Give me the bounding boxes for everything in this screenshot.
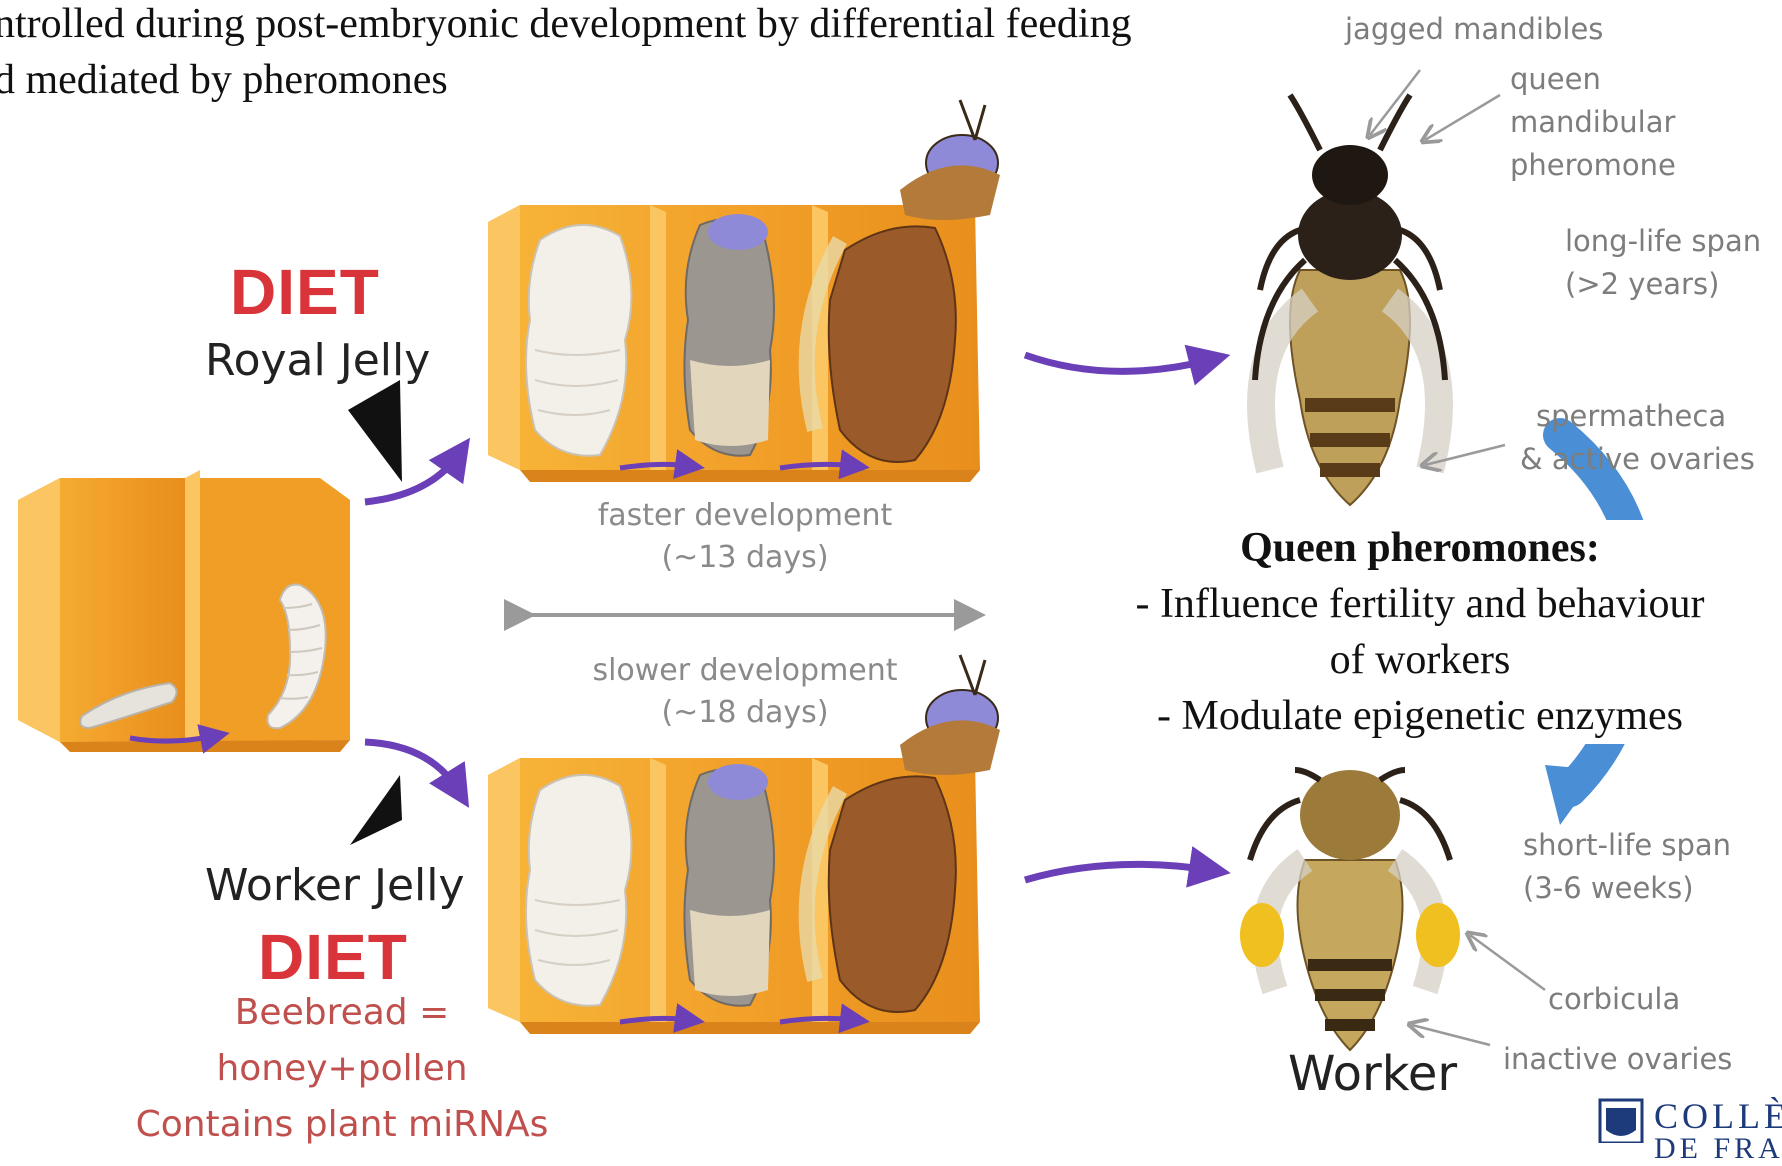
worker-caste-label: Worker — [1288, 1046, 1457, 1102]
beebread-note-line-2: honey+pollen — [117, 1041, 567, 1097]
queen-pheromones-line-1: - Influence fertility and behaviour — [1060, 576, 1780, 632]
larval-comb — [18, 470, 350, 752]
college-logo-text-line-1: COLLÈG — [1654, 1098, 1782, 1134]
qmp-line-3: pheromone — [1510, 144, 1676, 187]
queen-lifespan-line-2: (>2 years) — [1565, 263, 1761, 306]
worker-lifespan-line-1: short-life span — [1523, 824, 1731, 867]
queen-bee — [1255, 95, 1445, 505]
beebread-note: Beebread = honey+pollen Contains plant m… — [117, 985, 567, 1153]
college-de-france-logo — [1600, 1100, 1642, 1143]
jagged-mandibles-label: jagged mandibles — [1345, 8, 1603, 51]
queen-pheromones-box: Queen pheromones: - Influence fertility … — [1060, 520, 1780, 744]
qmp-line-2: mandibular — [1510, 101, 1676, 144]
inactive-ovaries-label: inactive ovaries — [1503, 1038, 1732, 1081]
royal-jelly-pointer — [348, 380, 402, 482]
worker-bee — [1240, 770, 1460, 1050]
worker-lifespan-label: short-life span (3-6 weeks) — [1523, 824, 1731, 910]
worker-jelly-label: Worker Jelly — [205, 860, 465, 911]
slower-development-line-1: slower development — [570, 650, 920, 692]
queen-lifespan-label: long-life span (>2 years) — [1565, 220, 1761, 306]
royal-diet-label: DIET — [230, 255, 380, 329]
qmp-line-1: queen — [1510, 58, 1676, 101]
faster-development-label: faster development (~13 days) — [570, 495, 920, 579]
worker-jelly-pointer — [350, 775, 402, 845]
college-logo-text-line-2: DE FRANC — [1654, 1132, 1782, 1166]
beebread-note-line-1: Beebread = — [117, 985, 567, 1041]
faster-development-line-2: (~13 days) — [570, 537, 920, 579]
queen-development-comb — [488, 100, 1000, 482]
faster-development-line-1: faster development — [570, 495, 920, 537]
queen-pheromones-line-3: - Modulate epigenetic enzymes — [1060, 688, 1780, 744]
beebread-note-line-3: Contains plant miRNAs — [117, 1097, 567, 1153]
corbicula-label: corbicula — [1548, 978, 1680, 1021]
queen-lifespan-line-1: long-life span — [1565, 220, 1761, 263]
worker-lifespan-line-2: (3-6 weeks) — [1523, 867, 1731, 910]
slower-development-label: slower development (~18 days) — [570, 650, 920, 734]
qmp-label: queen mandibular pheromone — [1510, 58, 1676, 187]
royal-jelly-label: Royal Jelly — [205, 335, 430, 386]
queen-pheromones-heading: Queen pheromones: — [1060, 520, 1780, 576]
spermatheca-line-1: spermatheca — [1520, 395, 1755, 438]
worker-diet-label: DIET — [258, 920, 408, 994]
spermatheca-label: spermatheca & active ovaries — [1520, 395, 1755, 481]
slower-development-line-2: (~18 days) — [570, 692, 920, 734]
spermatheca-line-2: & active ovaries — [1520, 438, 1755, 481]
queen-pheromones-line-2: of workers — [1060, 632, 1780, 688]
